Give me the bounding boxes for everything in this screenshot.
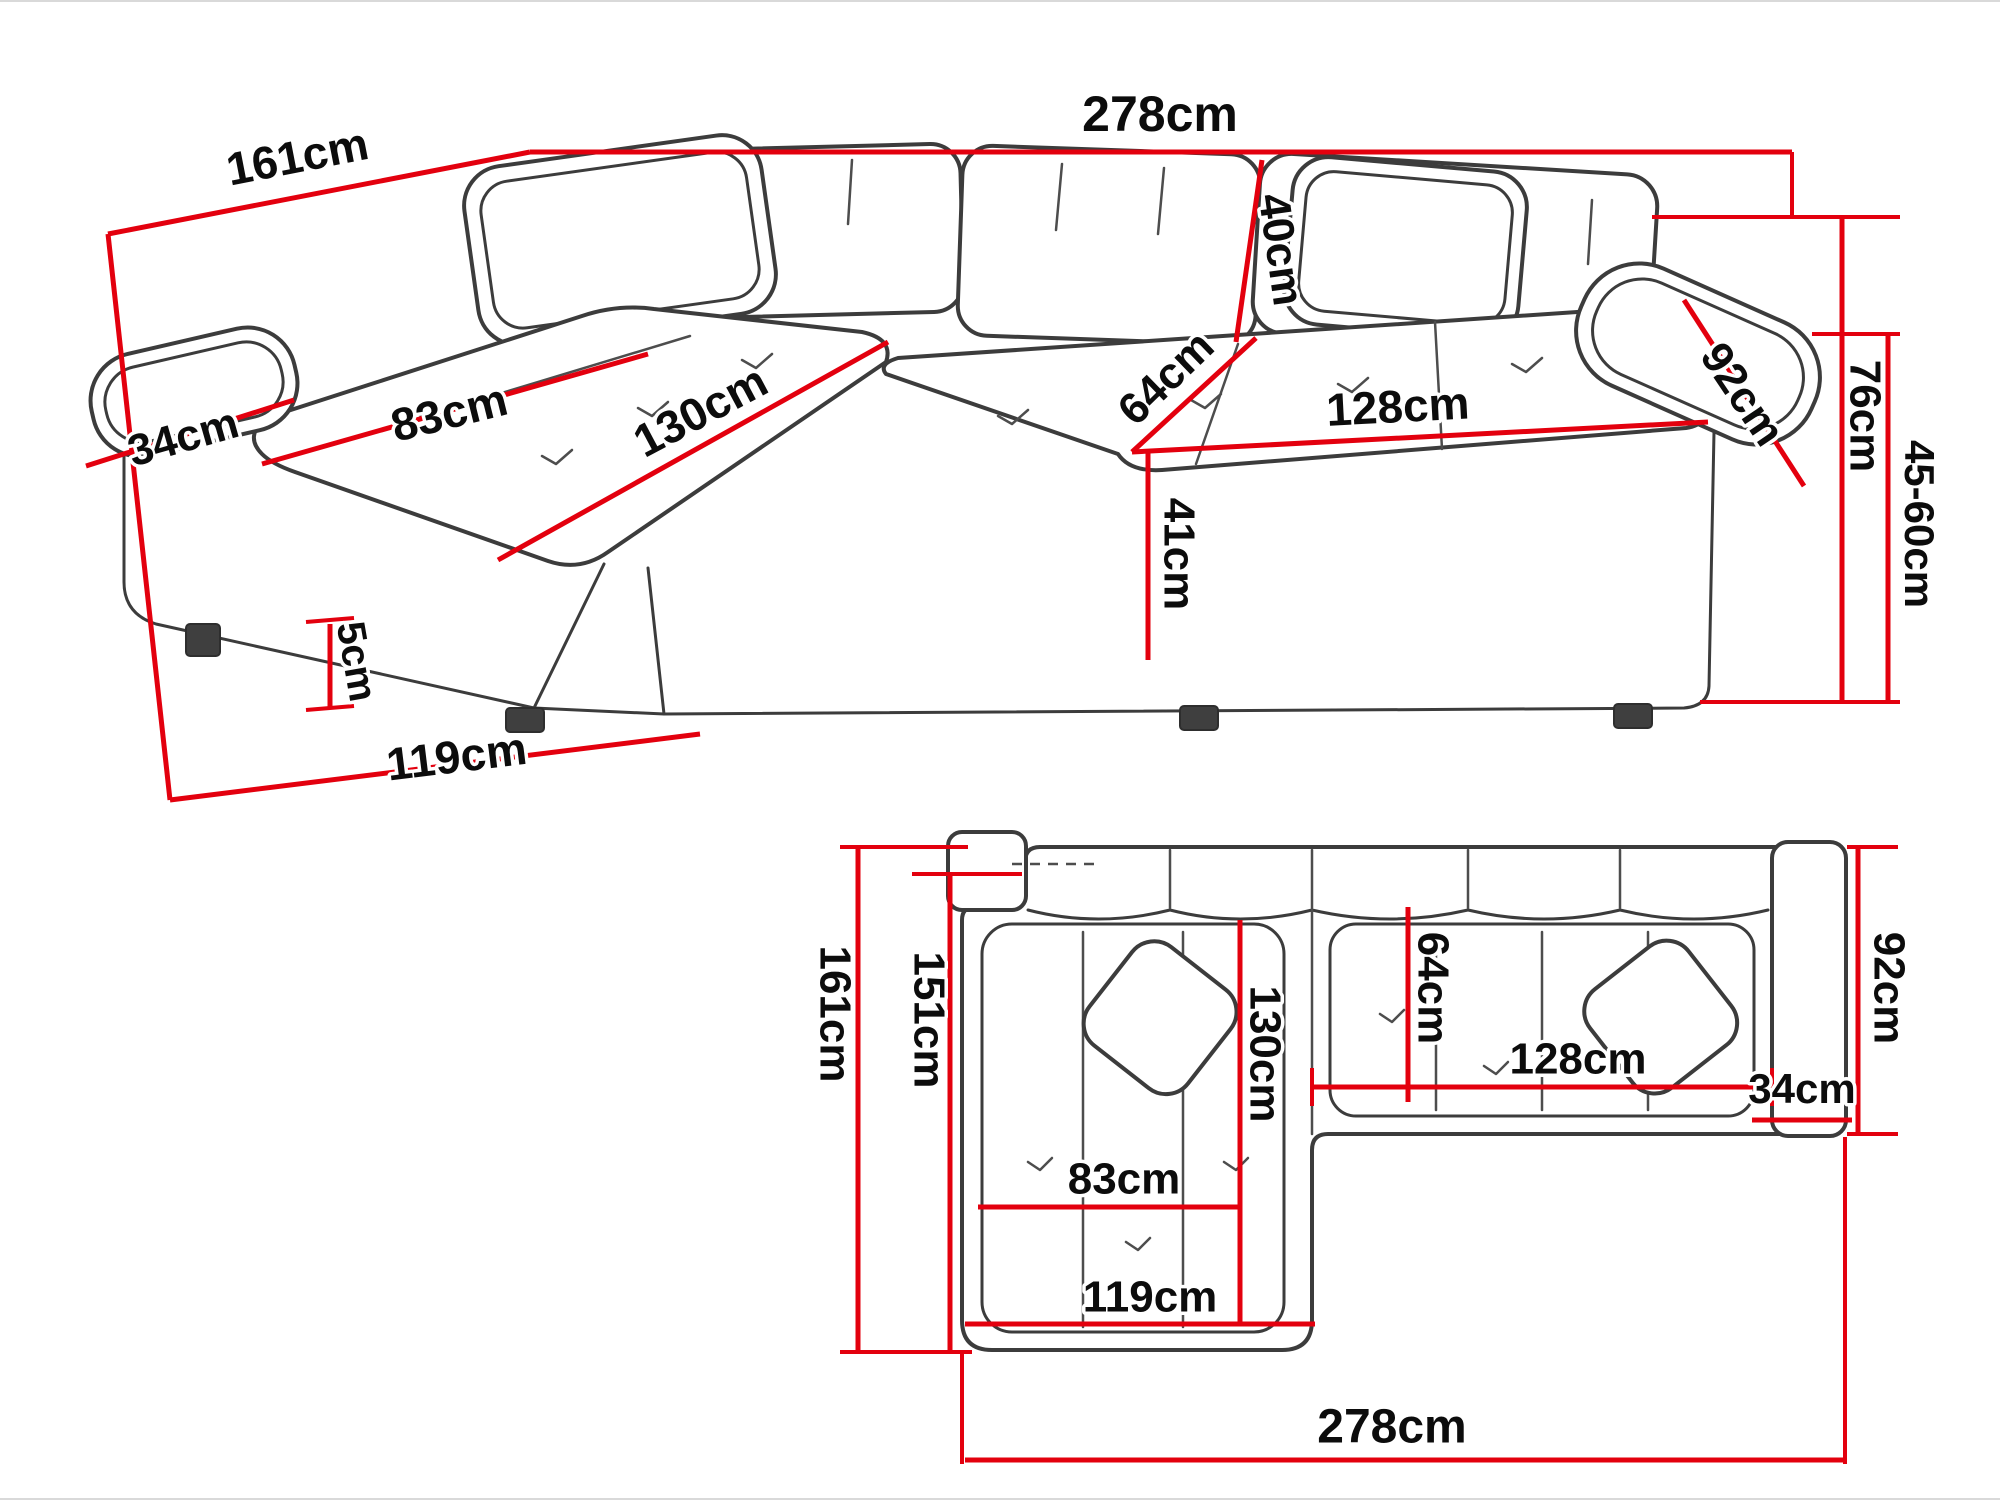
label-plan-right-seat-width: 128cm [1509, 1035, 1646, 1084]
plan-dimension-lines [840, 845, 1898, 1464]
label-total-width: 278cm [1082, 86, 1238, 142]
label-plan-total-width: 278cm [1317, 1401, 1466, 1454]
dim-tick-leg-top [305, 616, 355, 624]
plan-pillow-right [1582, 938, 1740, 1096]
label-seat-height: 41cm [1154, 498, 1203, 611]
dim-line-chaise-seat-length [496, 339, 890, 563]
label-total-depth: 161cm [222, 117, 373, 195]
plan-armrest-left [946, 830, 1028, 912]
perspective-dimension-lines [85, 149, 1900, 803]
base-mid-edge [646, 566, 666, 716]
pillow-right [1282, 155, 1529, 341]
label-plan-right-section-depth: 92cm [1864, 932, 1913, 1045]
seat-chaise [252, 305, 890, 567]
plan-view: 161cm 151cm 130cm 64cm 128cm 34cm 92cm 8… [807, 830, 1917, 1464]
dim-line-left-armrest [85, 397, 295, 469]
label-plan-chaise-seat-width: 83cm [1068, 1155, 1181, 1204]
dim-line-seat-depth [1130, 336, 1258, 454]
dim-line-chaise-total-depth [169, 731, 701, 803]
base-left-edge [122, 440, 536, 710]
plan-backrest [1026, 848, 1770, 1136]
label-plan-chaise-total-width: 119cm [1083, 1273, 1218, 1322]
dim-line-backrest-height [1233, 159, 1265, 343]
base-chaise-right-edge [532, 562, 606, 710]
label-leg-height: 5cm [328, 618, 385, 704]
dim-line-left-edge [105, 233, 173, 801]
label-plan-total-depth: 161cm [810, 945, 859, 1082]
sofa-leg [185, 623, 221, 657]
label-total-height: 76cm [1840, 360, 1889, 473]
label-chaise-total-depth: 119cm [384, 722, 530, 791]
dim-tick-leg-bottom [305, 704, 355, 712]
label-plan-inner-depth: 151cm [904, 951, 953, 1088]
label-plan-chaise-length: 130cm [1240, 985, 1289, 1122]
armrest-right [1574, 261, 1822, 447]
dim-line-right-armrest-span [1681, 298, 1807, 488]
sofa-leg [505, 707, 545, 733]
label-plan-seat-depth: 64cm [1408, 932, 1457, 1045]
back-cushion-middle [955, 143, 1263, 347]
perspective-view: 278cm 161cm 34cm 83cm 130cm 40cm 64cm 12… [85, 83, 1946, 803]
plan-armrest-right [1770, 840, 1848, 1138]
sofa-leg [1179, 705, 1219, 731]
plan-pillow-left [1081, 939, 1239, 1097]
label-seat-height-range: 45-60cm [1896, 440, 1943, 608]
sofa-leg [1613, 703, 1653, 729]
label-plan-right-armrest-width: 34cm [1748, 1065, 1855, 1112]
plan-dimension-labels: 161cm 151cm 130cm 64cm 128cm 34cm 92cm 8… [807, 928, 1917, 1457]
dim-line-chaise-seat-width [261, 351, 649, 467]
dim-line-total-depth [107, 149, 531, 237]
label-right-seat-width: 128cm [1325, 376, 1471, 435]
dim-line-right-seat-width [1131, 419, 1709, 455]
